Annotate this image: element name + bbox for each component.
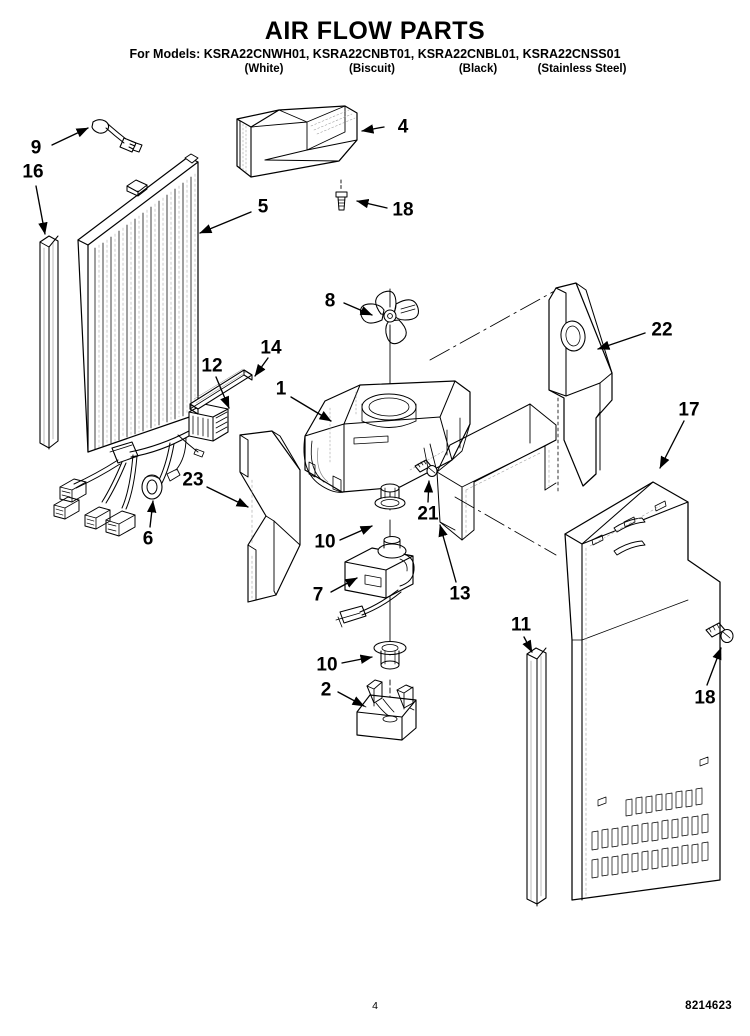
callout-7: 7 — [312, 584, 324, 606]
finish-labels-row: (White) (Biscuit) (Black) (Stainless Ste… — [0, 63, 750, 79]
part-6-wire-grommet — [141, 474, 163, 500]
part-16-trim-strip-left — [39, 235, 59, 450]
part-12-wiring-harness — [53, 430, 205, 537]
document-number: 8214623 — [685, 1000, 732, 1012]
callout-2: 2 — [320, 679, 332, 701]
part-22-support-bracket — [548, 282, 613, 493]
part-8-fan-blade — [360, 288, 419, 345]
callout-18-bottom: 18 — [694, 687, 716, 709]
callout-14: 14 — [260, 337, 282, 359]
callout-16: 16 — [22, 161, 44, 183]
part-23-side-deflector-panel — [239, 430, 301, 603]
callout-6: 6 — [142, 528, 154, 550]
part-21-housing-screw — [414, 459, 438, 477]
callout-23: 23 — [182, 469, 204, 491]
callout-10-lower: 10 — [316, 654, 338, 676]
part-18-screw-top — [335, 179, 348, 211]
part-4-air-duct-baffle — [236, 105, 358, 178]
callout-22: 22 — [651, 319, 673, 341]
part-13-air-diffuser-bracket — [429, 287, 561, 556]
callout-1: 1 — [275, 378, 287, 400]
page-title: AIR FLOW PARTS — [264, 17, 486, 45]
callout-21: 21 — [417, 503, 439, 525]
finish-label-biscuit: (Biscuit) — [349, 63, 395, 75]
part-9-thermistor-sensor — [91, 119, 143, 153]
callout-12: 12 — [201, 355, 223, 377]
part-10-grommet-lower — [373, 640, 407, 670]
page-number: 4 — [372, 1000, 378, 1012]
callout-5: 5 — [257, 196, 269, 218]
page-header: AIR FLOW PARTS For Models: KSRA22CNWH01,… — [0, 0, 750, 79]
part-18-screw-bottom — [705, 622, 734, 644]
models-line: For Models: KSRA22CNWH01, KSRA22CNBT01, … — [129, 47, 621, 62]
part-7-evaporator-fan-motor — [335, 536, 415, 628]
part-11-trim-strip-right — [526, 647, 547, 907]
callout-10-upper: 10 — [314, 531, 336, 553]
part-17-rear-air-duct-cover — [564, 481, 721, 901]
finish-label-stainless: (Stainless Steel) — [537, 63, 627, 75]
callout-4: 4 — [397, 116, 409, 138]
callout-17: 17 — [678, 399, 700, 421]
callout-18-top: 18 — [392, 199, 414, 221]
callout-9: 9 — [30, 137, 42, 159]
callout-8: 8 — [324, 290, 336, 312]
leader-lines — [35, 124, 722, 707]
callout-11: 11 — [510, 614, 532, 636]
part-2-motor-mount-bracket — [356, 679, 417, 741]
part-1-fan-housing-shroud — [303, 380, 471, 493]
part-10-grommet-upper — [374, 483, 406, 510]
part-5-evaporator-cover-panel — [77, 153, 199, 453]
callout-13: 13 — [449, 583, 471, 605]
finish-label-white: (White) — [244, 63, 284, 75]
finish-label-black: (Black) — [458, 63, 498, 75]
